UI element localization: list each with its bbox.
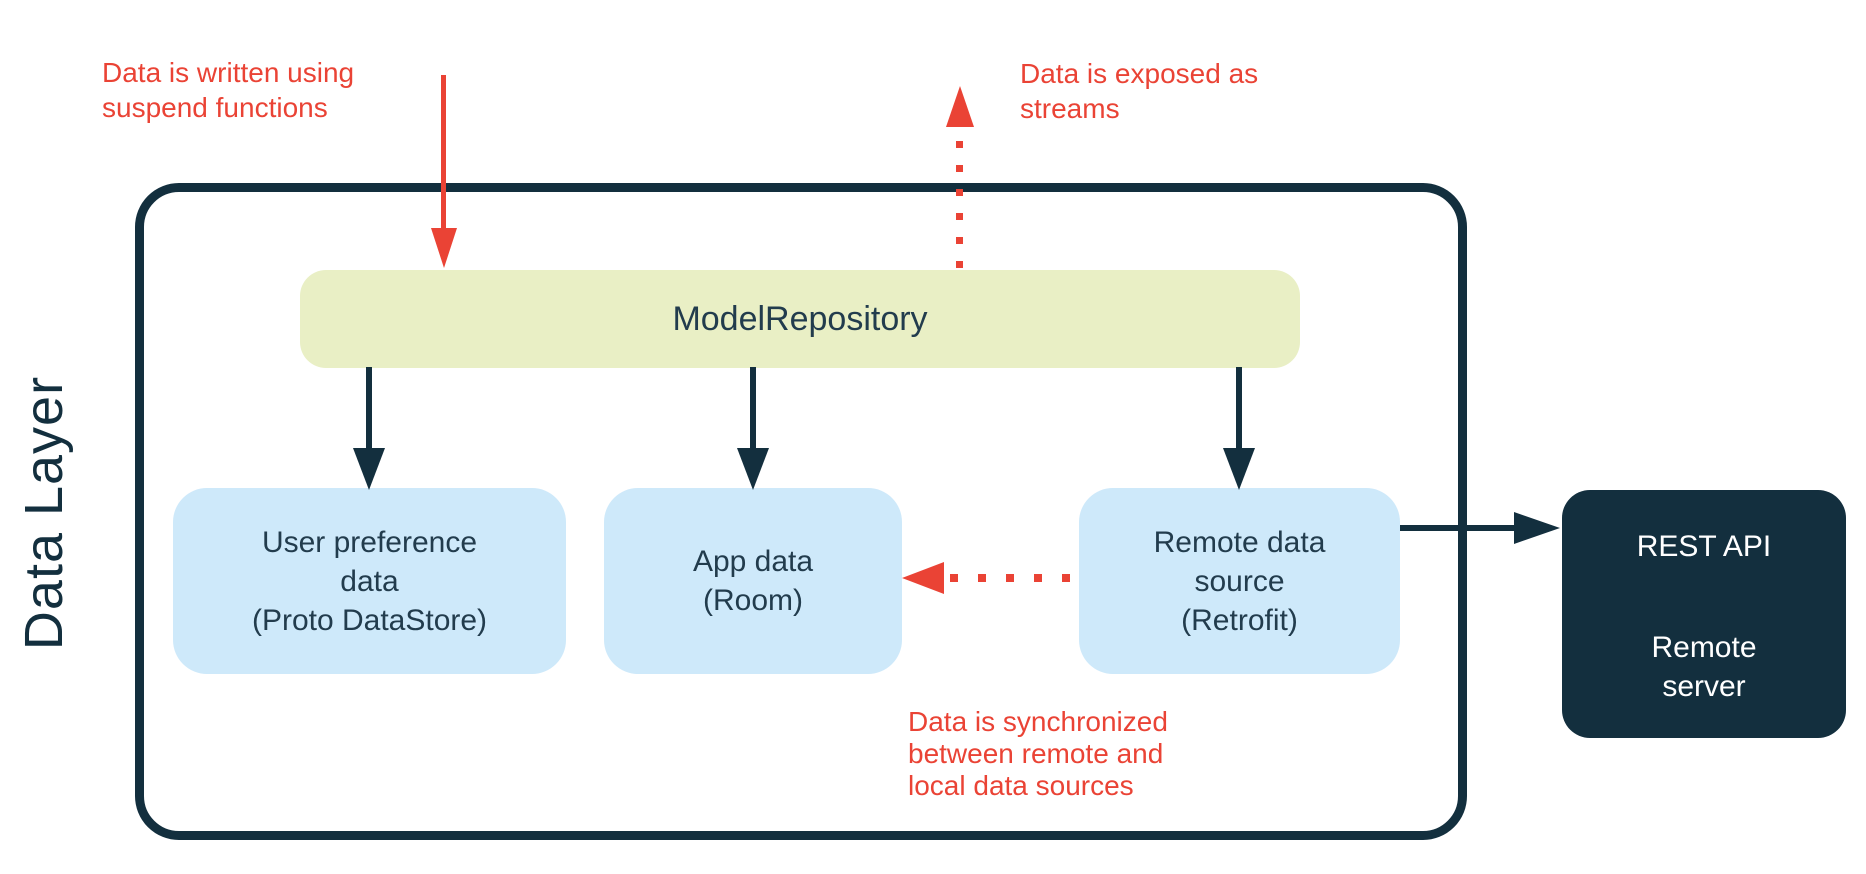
arrowhead-repo-to-remote-source (1223, 448, 1255, 490)
source-box-app-data-line: App data (692, 545, 814, 578)
source-box-user-preference-line: (Proto DataStore) (251, 603, 488, 637)
source-box-app-data-line: (Room) (702, 584, 803, 617)
arrowhead-repo-to-app-data (737, 448, 769, 490)
remote-server-label: Remote server (1651, 631, 1757, 703)
rest-api-label: REST API (1636, 530, 1772, 563)
data-layer-label: Data Layer (14, 375, 74, 651)
arrowhead-remote-source-to-rest-api (1514, 512, 1560, 544)
source-box-user-preference-line: data (340, 564, 399, 598)
source-box-user-preference-line: User preference (261, 525, 478, 559)
source-box-remote-data-source-line: (Retrofit) (1181, 603, 1298, 637)
arrowhead-sync-remote-local (902, 562, 944, 594)
source-box-remote-data-source-line: source (1194, 564, 1285, 598)
arrow-repo-to-user-preference (366, 367, 372, 450)
model-repository-box: ModelRepository (300, 270, 1300, 368)
source-box-app-data: App data (Room) (604, 488, 902, 674)
annotation-sync-sources: Data is synchronized between remote and … (908, 706, 1168, 801)
arrow-sync-remote-local (950, 574, 1078, 582)
annotation-write-suspend: Data is written using suspend functions (102, 57, 355, 123)
arrow-repo-to-app-data (750, 367, 756, 450)
arrow-write-suspend (441, 75, 446, 230)
data-layer-container (135, 183, 1467, 840)
model-repository-label: ModelRepository (672, 299, 928, 338)
arrow-expose-streams (956, 141, 963, 271)
source-box-remote-data-source: Remote data source (Retrofit) (1079, 488, 1400, 674)
source-box-remote-data-source-line: Remote data (1153, 525, 1326, 559)
arrowhead-repo-to-user-preference (353, 448, 385, 490)
arrowhead-write-suspend (431, 228, 457, 268)
source-box-user-preference: User preference data (Proto DataStore) (173, 488, 566, 674)
arrow-repo-to-remote-source (1236, 367, 1242, 450)
arrow-remote-source-to-rest-api (1400, 525, 1516, 531)
annotation-expose-streams: Data is exposed as streams (1020, 58, 1259, 124)
remote-server-box: REST API Remote server (1562, 490, 1846, 738)
arrowhead-expose-streams (946, 86, 974, 127)
